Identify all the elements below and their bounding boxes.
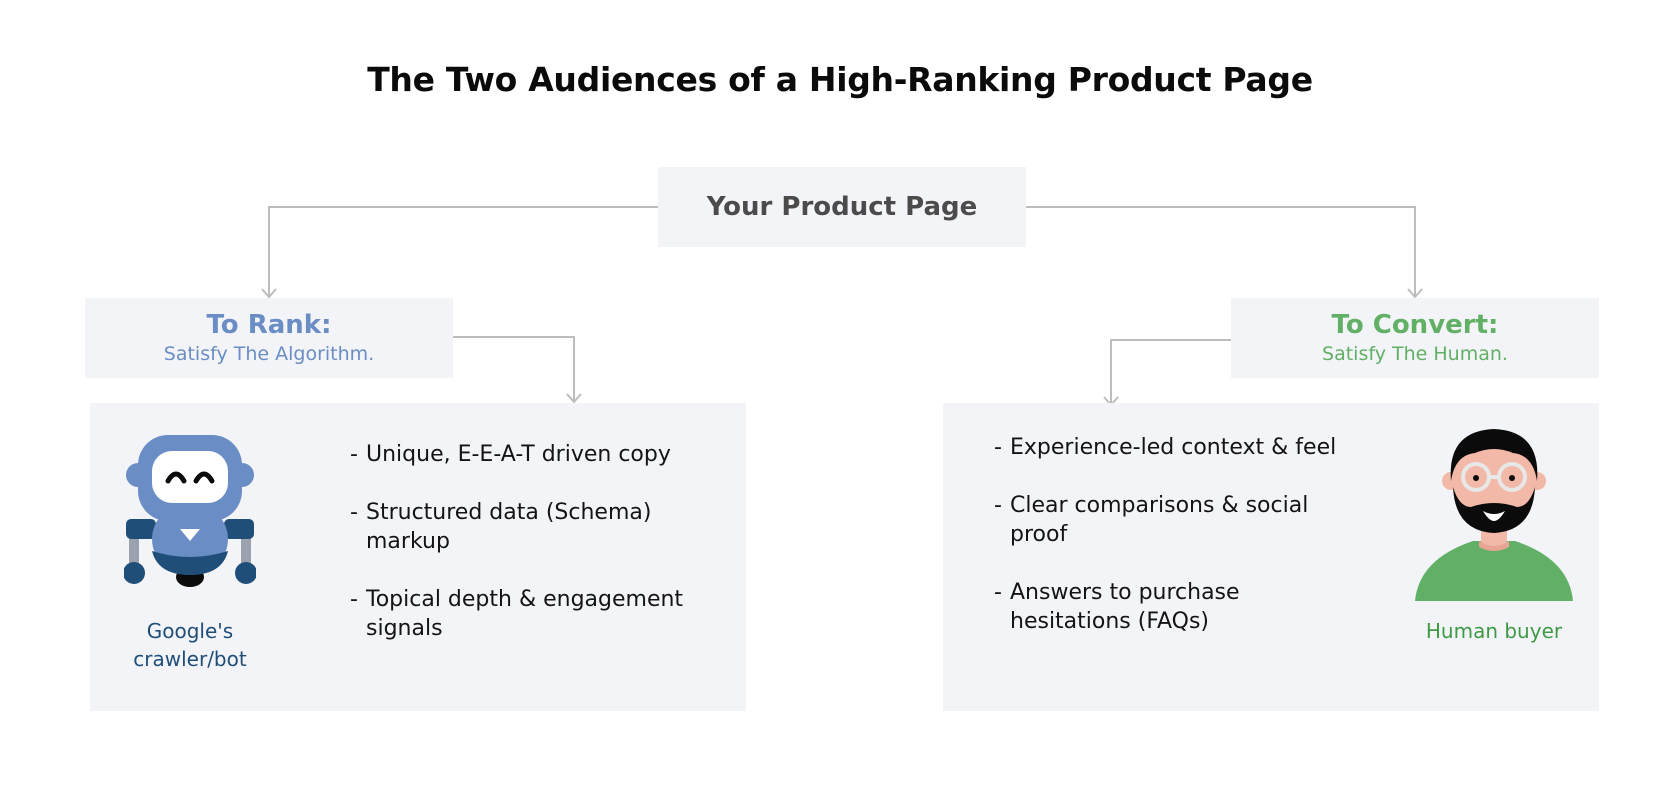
convert-subheading: Satisfy The Human.	[1322, 343, 1508, 365]
convert-panel: -Experience-led context & feel -Clear co…	[943, 403, 1599, 711]
list-item: -Experience-led context & feel	[994, 435, 1337, 460]
arrowhead-convert	[1407, 288, 1423, 299]
person-icon	[1415, 429, 1573, 601]
list-item: -Topical depth & engagement signals	[350, 587, 684, 641]
convert-bullet-list: -Experience-led context & feel -Clear co…	[994, 433, 1346, 636]
convert-heading: To Convert:	[1331, 310, 1499, 340]
rank-heading: To Rank:	[206, 310, 332, 340]
rank-panel: Google's crawler/bot -Unique, E-E-A-T dr…	[90, 403, 746, 711]
arrowhead-rank-panel	[566, 393, 582, 404]
robot-caption: Google's crawler/bot	[133, 619, 247, 671]
list-item: -Clear comparisons & social proof	[994, 493, 1309, 547]
rank-bullet-list: -Unique, E-E-A-T driven copy -Structured…	[350, 440, 690, 643]
connector-root-to-convert	[1026, 206, 1416, 296]
convert-node: To Convert: Satisfy The Human.	[1231, 298, 1599, 378]
connector-rank-to-panel	[453, 336, 575, 401]
human-caption: Human buyer	[1425, 619, 1563, 643]
list-item: -Structured data (Schema) markup	[350, 500, 652, 554]
robot-icon	[124, 435, 256, 587]
root-label: Your Product Page	[706, 192, 978, 222]
rank-subheading: Satisfy The Algorithm.	[163, 343, 375, 365]
list-item: -Answers to purchase hesitations (FAQs)	[994, 580, 1240, 634]
arrowhead-rank	[261, 288, 277, 299]
root-node: Your Product Page	[658, 167, 1026, 247]
list-item: -Unique, E-E-A-T driven copy	[350, 442, 671, 467]
connector-root-to-rank	[268, 206, 658, 296]
rank-node: To Rank: Satisfy The Algorithm.	[85, 298, 453, 378]
page-title: The Two Audiences of a High-Ranking Prod…	[367, 60, 1313, 99]
connector-convert-to-panel	[1110, 339, 1231, 404]
